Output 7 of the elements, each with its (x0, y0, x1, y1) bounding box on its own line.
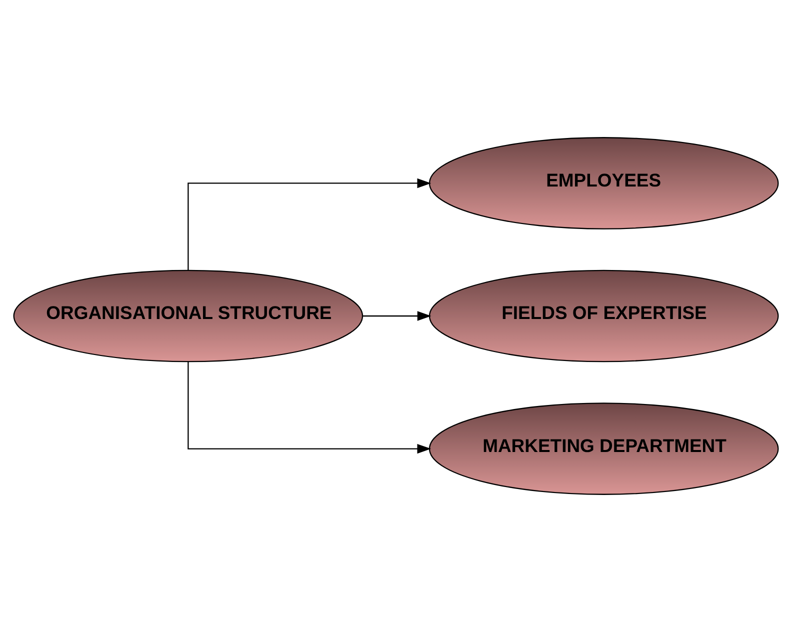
node-ellipse: FIELDS OF EXPERTISE (428, 269, 778, 362)
node-ellipse: EMPLOYEES (428, 136, 778, 229)
arrow (187, 361, 431, 454)
arrow (187, 178, 431, 270)
arrow (362, 310, 431, 320)
node-ellipse: MARKETING DEPARTMENT (428, 402, 778, 494)
node-ellipse: ORGANISATIONAL STRUCTURE (12, 269, 363, 362)
